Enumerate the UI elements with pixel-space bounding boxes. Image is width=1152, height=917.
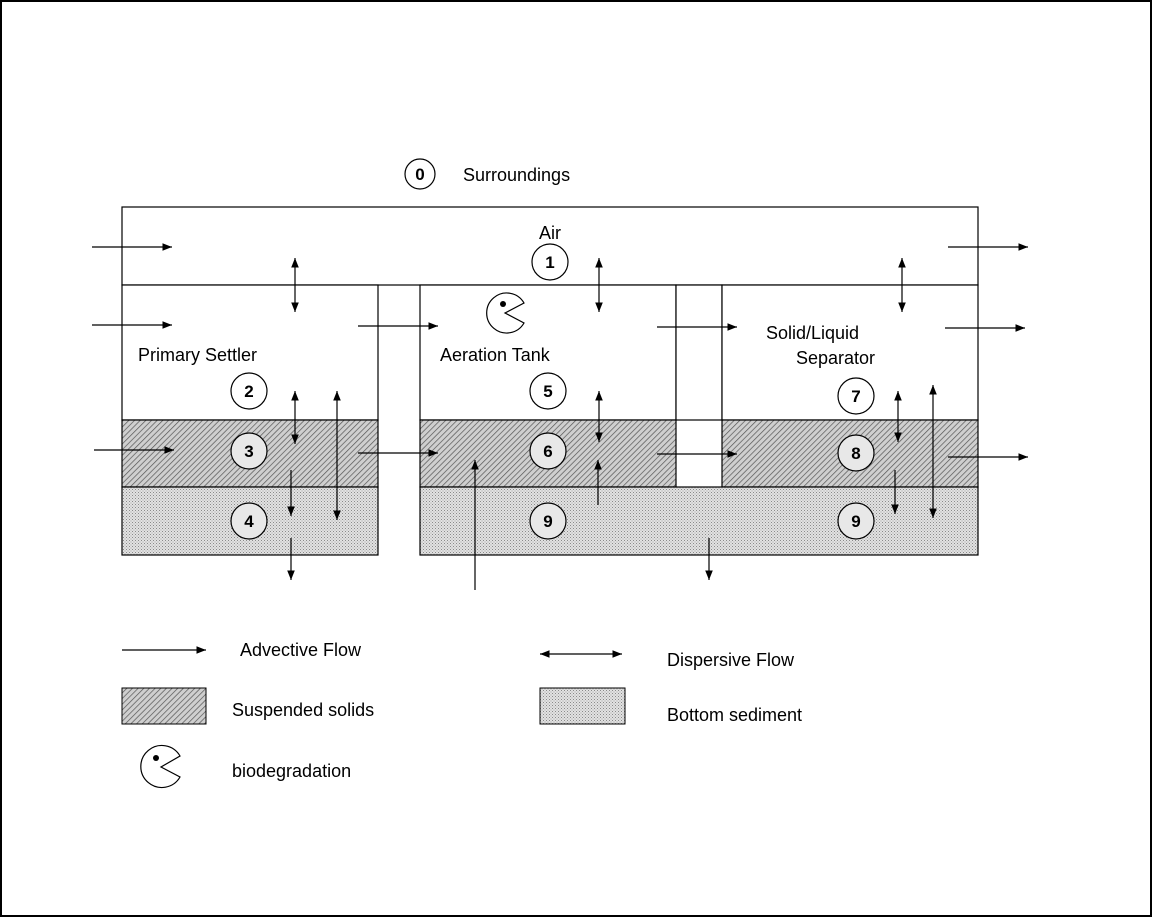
legend-biodegradation-icon (140, 744, 181, 789)
gap-column (675, 284, 723, 421)
compartment-7-circle (837, 377, 875, 415)
legend-biodegradation-label: biodegradation (232, 761, 351, 781)
primary-settler-label: Primary Settler (138, 345, 257, 365)
air-label: Air (539, 223, 561, 243)
aeration-tank-label: Aeration Tank (440, 345, 551, 365)
compartment-9a-circle (529, 502, 567, 540)
compartment-7-number: 7 (851, 387, 860, 406)
compartment-4-number: 4 (244, 512, 254, 531)
separator-label-line1: Solid/Liquid (766, 323, 859, 343)
legend-sediment-swatch (539, 687, 626, 725)
compartment-8-number: 8 (851, 444, 860, 463)
legend-sediment-label: Bottom sediment (667, 705, 802, 725)
compartment-0-circle (404, 158, 436, 190)
compartment-3-circle (230, 432, 268, 470)
shared-bottom-sediment (419, 486, 979, 556)
legend-dispersive-label: Dispersive Flow (667, 650, 795, 670)
legend: Advective Flow Dispersive Flow Suspended… (121, 640, 802, 789)
compartment-3-number: 3 (244, 442, 253, 461)
compartment-0-number: 0 (415, 165, 424, 184)
legend-suspended-swatch (121, 687, 207, 725)
compartment-9b-circle (837, 502, 875, 540)
dispersive-flow-arrows (291, 258, 937, 520)
surroundings-label: Surroundings (463, 165, 570, 185)
advective-flow-arrows (92, 243, 1028, 590)
separator-label-line2: Separator (796, 348, 875, 368)
compartment-6-number: 6 (543, 442, 552, 461)
compartment-5-number: 5 (543, 382, 552, 401)
compartment-6-circle (529, 432, 567, 470)
legend-advective-label: Advective Flow (240, 640, 362, 660)
compartment-4-circle (230, 502, 268, 540)
compartment-1-number: 1 (545, 253, 554, 272)
legend-suspended-label: Suspended solids (232, 700, 374, 720)
compartment-8-circle (837, 434, 875, 472)
biodegradation-icon (486, 292, 525, 334)
compartment-1-circle (531, 243, 569, 281)
compartment-5-circle (529, 372, 567, 410)
compartment-9a-number: 9 (543, 512, 552, 531)
compartment-2-number: 2 (244, 382, 253, 401)
compartment-9b-number: 9 (851, 512, 860, 531)
compartment-2-circle (230, 372, 268, 410)
